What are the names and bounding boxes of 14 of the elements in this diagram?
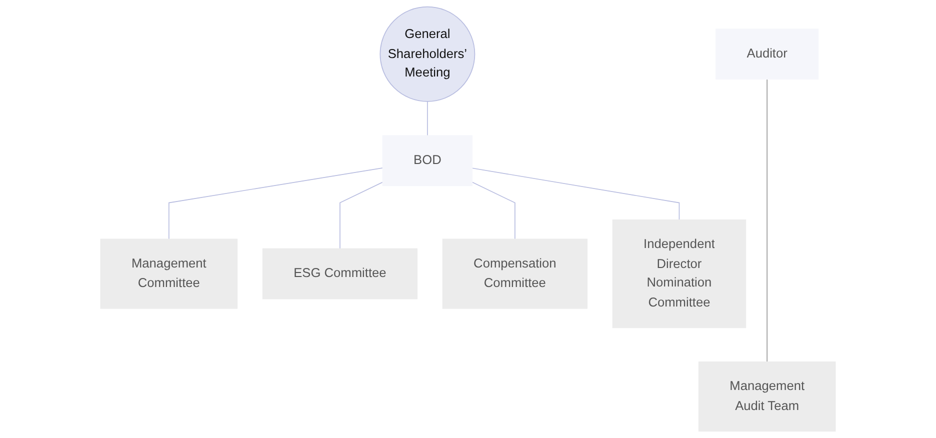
node-box: BOD bbox=[382, 135, 473, 186]
connector bbox=[766, 78, 768, 362]
connector bbox=[340, 182, 384, 250]
connector bbox=[427, 100, 428, 136]
connector bbox=[472, 168, 680, 220]
connector bbox=[168, 168, 384, 240]
node-box: Auditor bbox=[716, 28, 819, 80]
node-box: Management Committee bbox=[100, 238, 238, 309]
connector bbox=[472, 182, 516, 240]
node-box: Independent Director Nomination Committee bbox=[612, 219, 746, 328]
node-box: Compensation Committee bbox=[442, 238, 588, 309]
node-box: ESG Committee bbox=[262, 248, 418, 300]
node-box: Management Audit Team bbox=[698, 361, 836, 432]
node-circle: General Shareholders’ Meeting bbox=[380, 6, 476, 102]
